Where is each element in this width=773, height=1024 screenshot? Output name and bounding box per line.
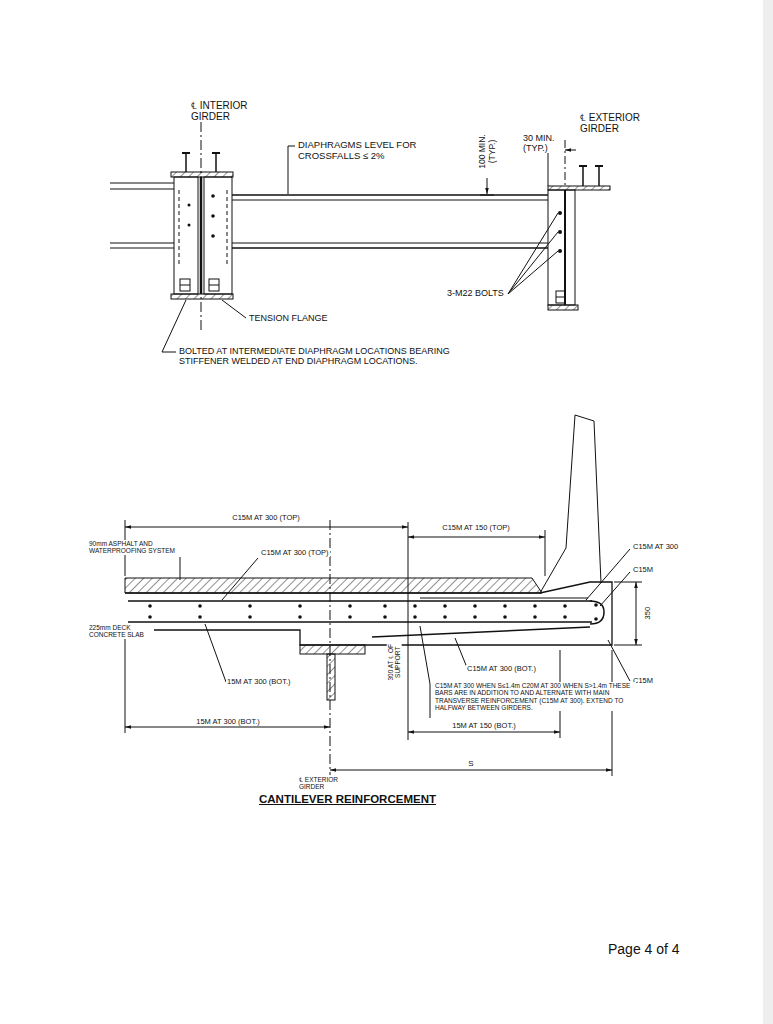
dimension-text: S bbox=[467, 760, 474, 769]
dimension-text: 30 MIN. (TYP.) bbox=[522, 133, 564, 153]
centerline-label: ℄ INTERIOR GIRDER bbox=[190, 100, 254, 122]
dimension-text: 15M AT 300 (BOT.) bbox=[195, 718, 261, 726]
bolt-dots bbox=[188, 194, 563, 253]
diaphragm-detail bbox=[110, 122, 610, 352]
scan-edge bbox=[763, 0, 773, 1024]
dimension-text: 100 MIN. (TYP.) bbox=[478, 127, 497, 177]
note-label: DIAPHRAGMS LEVEL FOR CROSSFALLS ≤ 2% bbox=[297, 140, 431, 161]
dimension-text: C15M AT 300 (TOP) bbox=[231, 514, 301, 522]
dimension-text: 300 AT ℄ OF SUPPORT bbox=[387, 638, 402, 686]
dimension-text: 350 bbox=[644, 606, 652, 621]
callout-label: C15M AT 300 bbox=[632, 543, 679, 551]
centerline-label: ℄ EXTERIOR GIRDER bbox=[579, 112, 647, 134]
dimension-text: 15M AT 150 (BOT.) bbox=[451, 722, 517, 730]
note-label: BOLTED AT INTERMEDIATE DIAPHRAGM LOCATIO… bbox=[178, 346, 480, 366]
rebar-dots bbox=[148, 603, 598, 621]
callout-label: 15M AT 300 (BOT.) bbox=[226, 678, 292, 686]
callout-label: C15M AT 300 (BOT.) bbox=[466, 665, 537, 673]
callout-label: 225mm DECK CONCRETE SLAB bbox=[88, 624, 154, 639]
dimension-text: C15M AT 150 (TOP) bbox=[441, 524, 511, 532]
drawing-title: CANTILEVER REINFORCEMENT bbox=[258, 793, 437, 806]
callout-label: C15M bbox=[632, 566, 654, 574]
callout-label: TENSION FLANGE bbox=[248, 313, 329, 323]
cantilever-section bbox=[124, 415, 642, 776]
note-label: C15M AT 300 WHEN S≤1.4m C20M AT 300 WHEN… bbox=[434, 682, 636, 711]
callout-label: 90mm ASPHALT AND WATERPROOFING SYSTEM bbox=[88, 540, 182, 555]
centerline-label: ℄ EXTERIOR GIRDER bbox=[298, 776, 352, 791]
callout-label: 3-M22 BOLTS bbox=[446, 288, 505, 298]
page-number: Page 4 of 4 bbox=[607, 942, 681, 958]
callout-label: C15M AT 300 (TOP) bbox=[260, 549, 330, 557]
